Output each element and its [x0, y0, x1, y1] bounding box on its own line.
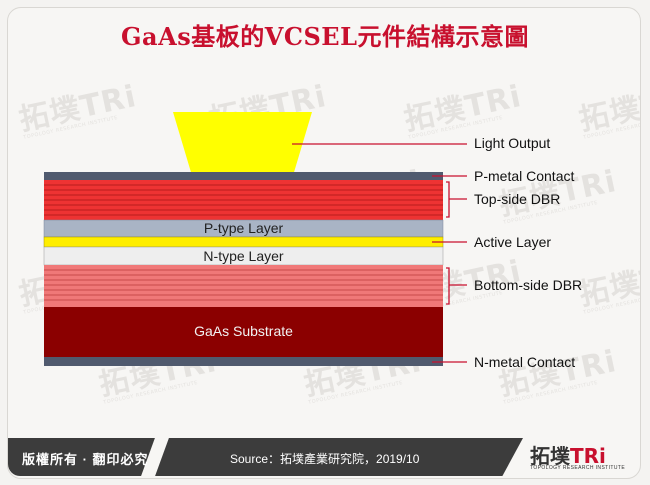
bottom-dbr	[44, 265, 443, 307]
top-dbr-label: Top-side DBR	[474, 191, 561, 207]
logo-subtitle: TOPOLOGY RESEARCH INSTITUTE	[530, 465, 626, 471]
n-type-layer-label: N-type Layer	[203, 248, 284, 264]
n-metal-contact-label: N-metal Contact	[474, 354, 576, 370]
bottom-dbr-stripes	[44, 269, 443, 301]
bottom-dbr-label: Bottom-side DBR	[474, 277, 583, 293]
p-type-layer-label: P-type Layer	[203, 220, 284, 236]
footer-bar	[8, 438, 523, 476]
callout-bracket-bottom-dbr	[446, 267, 467, 305]
substrate-label: GaAs Substrate	[194, 323, 293, 339]
light-output-beam	[173, 112, 312, 179]
logo-wordmark: 拓墣TRi	[530, 440, 606, 469]
active-layer-label: Active Layer	[474, 234, 552, 250]
p-metal-contact	[44, 172, 443, 180]
light-output-label: Light Output	[474, 135, 551, 151]
n-metal-contact	[44, 357, 443, 366]
active-layer	[43, 236, 444, 248]
callout-lines	[292, 143, 467, 363]
p-metal-contact-label: P-metal Contact	[474, 168, 575, 184]
top-dbr-stripes	[44, 184, 443, 216]
logo-brand-cn: 拓墣	[530, 444, 570, 468]
source-citation: Source：拓墣產業研究院，2019/10	[230, 452, 420, 466]
tri-logo: 拓墣TRi TOPOLOGY RESEARCH INSTITUTE	[530, 440, 630, 476]
callout-bracket-top-dbr	[446, 181, 467, 218]
page-title: GaAs基板的VCSEL元件結構示意圖	[121, 22, 529, 51]
logo-brand-en: TRi	[570, 444, 606, 468]
gaas-substrate	[44, 307, 443, 357]
footer: 版權所有 · 翻印必究 Source：拓墣產業研究院，2019/10	[0, 438, 650, 478]
copyright-notice: 版權所有 · 翻印必究	[22, 452, 149, 467]
